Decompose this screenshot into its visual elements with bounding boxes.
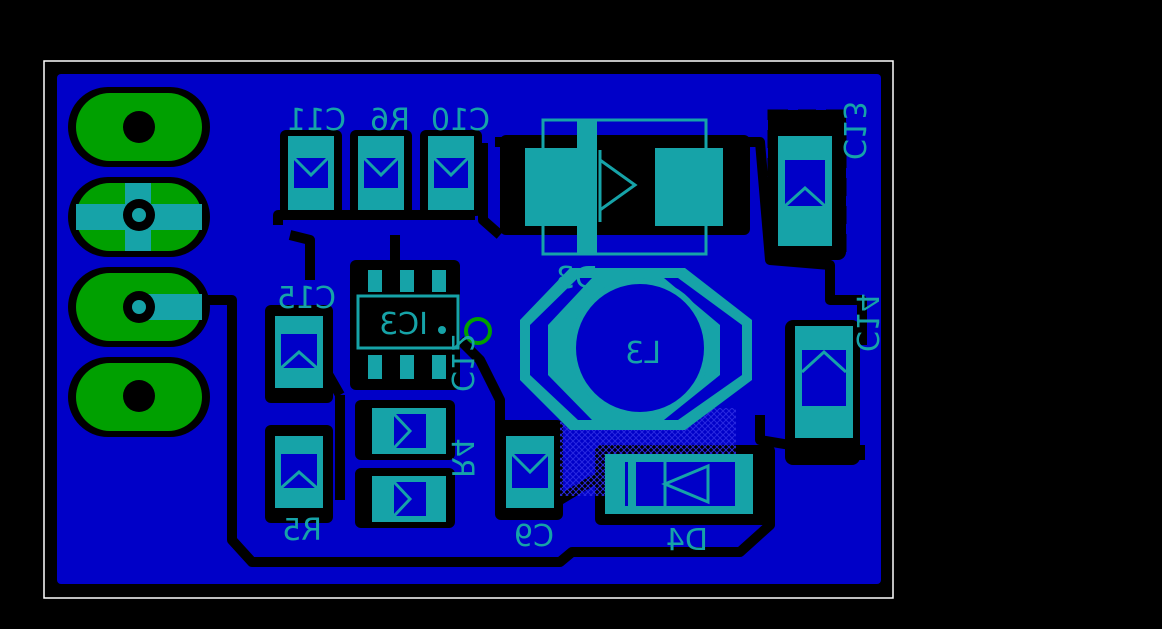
label-r4: R4 <box>444 438 479 478</box>
label-d3: D3 <box>556 261 598 296</box>
label-c11: C11 <box>287 103 346 138</box>
drill-hole <box>123 380 155 412</box>
board-outline <box>43 60 894 599</box>
label-d4: D4 <box>666 523 708 558</box>
footprint-ic3 <box>356 270 492 379</box>
footprint-r5 <box>275 436 323 508</box>
label-r5: R5 <box>282 513 322 548</box>
label-c9: C9 <box>514 519 554 554</box>
footprint-c13 <box>767 109 847 255</box>
footprint-l3 <box>520 268 752 430</box>
footprint-r4 <box>372 476 446 522</box>
footprint-r6 <box>358 136 404 210</box>
label-c12: C12 <box>444 333 479 392</box>
silkscreen-labels: C11 R6 C10 D3 C13 C15 IC3 L3 C14 C12 R4 … <box>277 101 884 558</box>
drill-hole <box>123 111 155 143</box>
footprint-c12 <box>372 408 446 454</box>
footprint-d4 <box>605 454 753 514</box>
label-ic3: IC3 <box>379 307 428 342</box>
label-c14: C14 <box>849 293 884 352</box>
label-r6: R6 <box>370 103 410 138</box>
footprint-c11 <box>288 136 334 210</box>
label-l3: L3 <box>625 336 661 371</box>
footprint-c10 <box>428 136 474 210</box>
label-c13: C13 <box>836 101 871 160</box>
footprint-c14 <box>795 326 853 438</box>
footprint-d3 <box>525 118 723 256</box>
label-c10: C10 <box>431 103 490 138</box>
footprint-c15 <box>275 316 323 388</box>
footprint-c9 <box>506 436 554 508</box>
label-c15: C15 <box>277 281 336 316</box>
connector-j1 <box>68 87 210 437</box>
via <box>464 317 492 345</box>
